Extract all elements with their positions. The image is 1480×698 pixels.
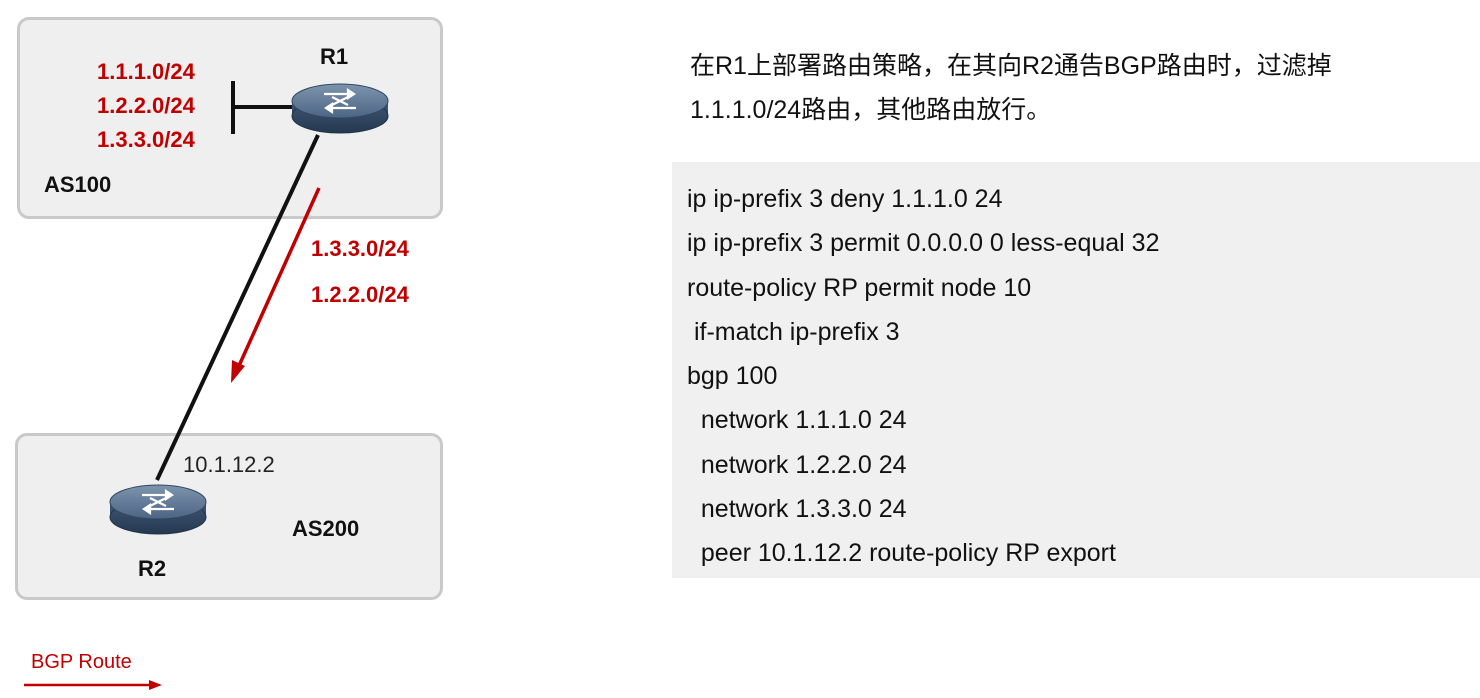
legend-arrowhead — [149, 680, 162, 690]
code-line-2: ip ip-prefix 3 permit 0.0.0.0 0 less-equ… — [687, 229, 1160, 258]
advertised-prefix-2: 1.2.2.0/24 — [311, 282, 409, 307]
r2-ip-label: 10.1.12.2 — [183, 452, 275, 477]
legend-label: BGP Route — [31, 651, 132, 673]
code-line-4: if-match ip-prefix 3 — [687, 317, 900, 346]
as200-box — [15, 433, 443, 600]
code-line-7: network 1.2.2.0 24 — [687, 450, 907, 479]
code-line-9: peer 10.1.12.2 route-policy RP export — [687, 539, 1116, 568]
description-line-2: 1.1.1.0/24路由，其他路由放行。 — [690, 96, 1052, 124]
bgp-route-arrow — [236, 187, 321, 369]
r1-prefix-3: 1.3.3.0/24 — [97, 127, 195, 152]
advertised-prefix-1: 1.3.3.0/24 — [311, 236, 409, 261]
code-line-1: ip ip-prefix 3 deny 1.1.1.0 24 — [687, 185, 1003, 213]
description: 在R1上部署路由策略，在其向R2通告BGP路由时，过滤掉 1.1.1.0/24路… — [690, 44, 1475, 132]
router-r1-icon — [291, 83, 389, 134]
code-line-8: network 1.3.3.0 24 — [687, 495, 907, 524]
router-r2-icon — [109, 484, 207, 535]
code-line-5: bgp 100 — [687, 362, 778, 391]
config-code-block: ip ip-prefix 3 deny 1.1.1.0 24 ip ip-pre… — [672, 162, 1480, 578]
bgp-route-arrowhead — [231, 360, 245, 383]
code-line-3: route-policy RP permit node 10 — [687, 273, 1032, 302]
as100-label: AS100 — [44, 172, 112, 197]
r2-label: R2 — [138, 556, 167, 581]
as200-label: AS200 — [292, 516, 360, 541]
r1-prefix-2: 1.2.2.0/24 — [97, 93, 195, 118]
r1-prefix-1: 1.1.1.0/24 — [97, 59, 195, 84]
r1-r2-link — [155, 134, 320, 481]
r1-label: R1 — [320, 44, 349, 69]
description-line-1: 在R1上部署路由策略，在其向R2通告BGP路由时，过滤掉 — [690, 52, 1332, 80]
code-line-6: network 1.1.1.0 24 — [687, 406, 907, 435]
